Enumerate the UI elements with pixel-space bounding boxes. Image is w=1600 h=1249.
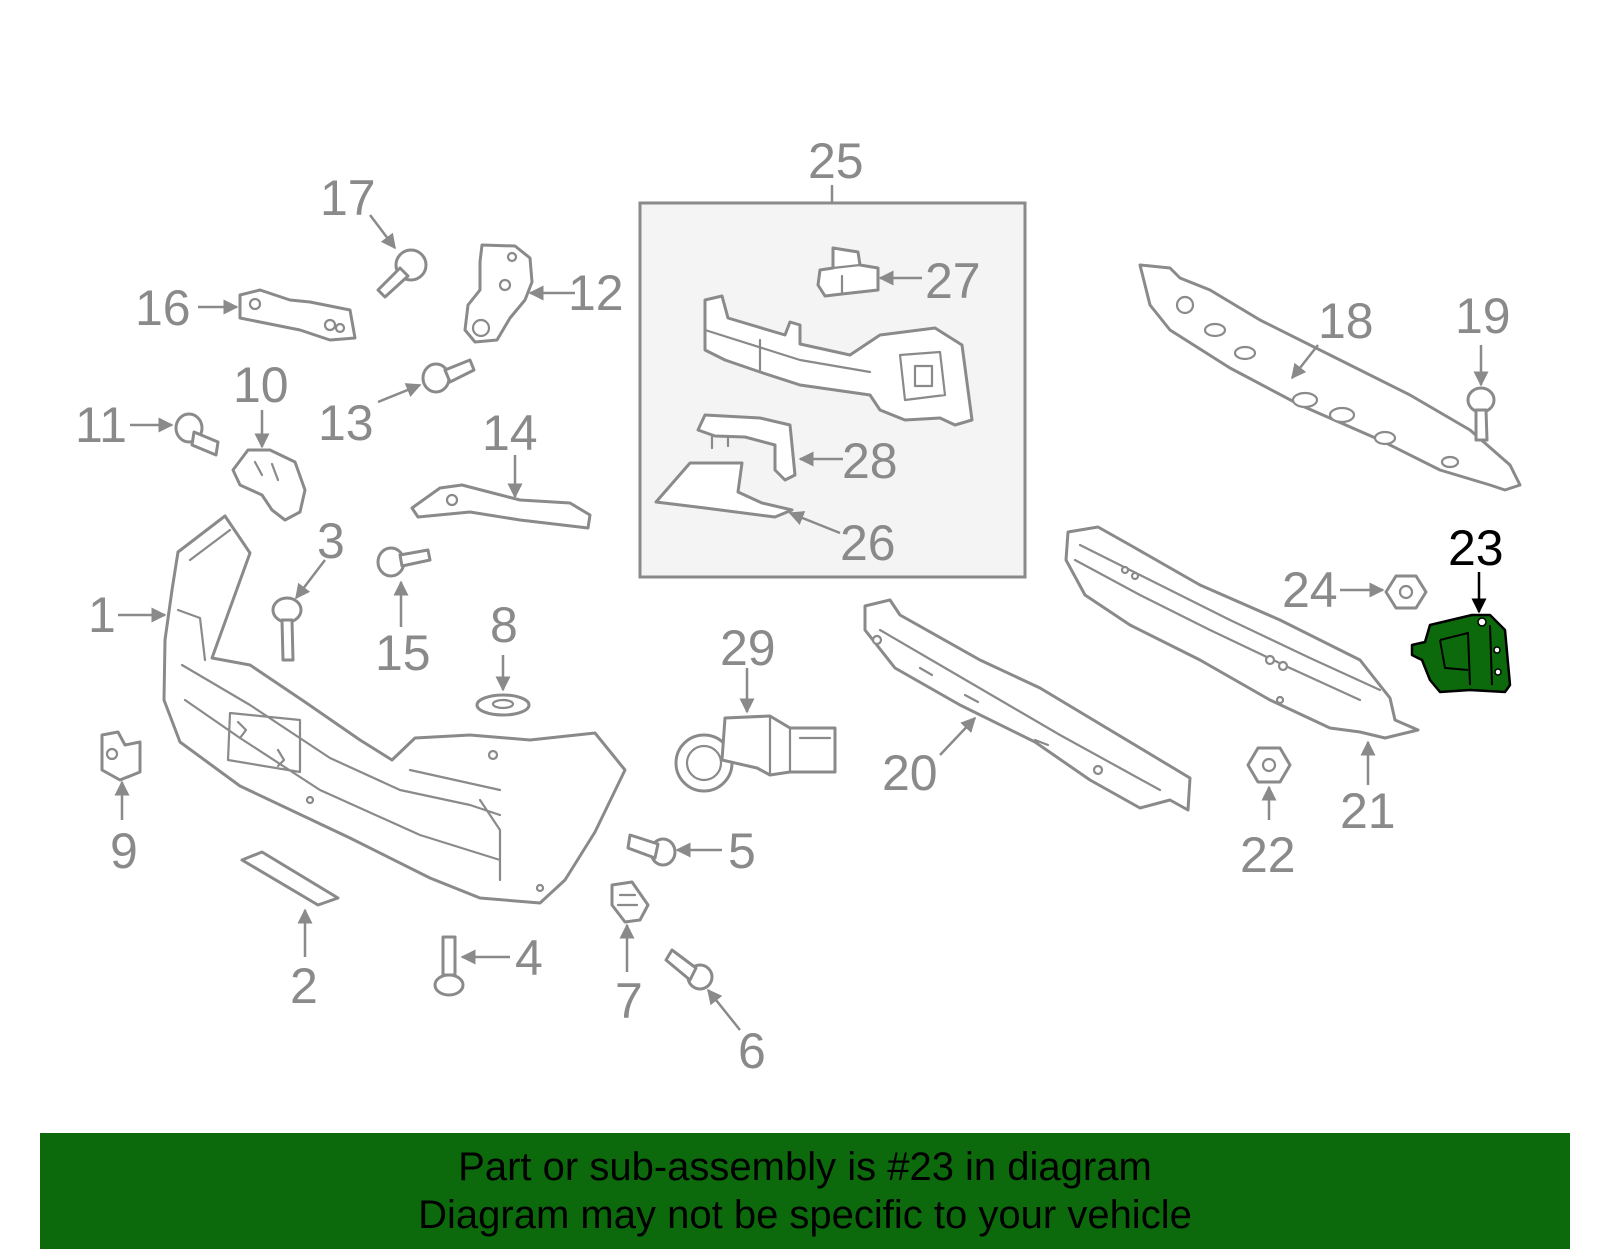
callout-9: 9 xyxy=(110,823,138,879)
callout-1: 1 xyxy=(88,587,116,643)
info-banner: Part or sub-assembly is #23 in diagram D… xyxy=(40,1133,1570,1249)
callout-24: 24 xyxy=(1282,562,1338,618)
banner-line-disclaimer: Diagram may not be specific to your vehi… xyxy=(418,1193,1192,1237)
part-9-clip[interactable] xyxy=(100,730,142,782)
part-16-bracket[interactable] xyxy=(238,288,357,342)
callout-8: 8 xyxy=(490,597,518,653)
callout-17: 17 xyxy=(320,170,376,226)
part-3-bolt[interactable] xyxy=(271,596,303,662)
part-26-shield[interactable] xyxy=(654,461,794,519)
part-6-pin[interactable] xyxy=(664,948,714,991)
callout-13: 13 xyxy=(318,395,374,451)
part-8-grommet[interactable] xyxy=(475,693,531,717)
callout-27: 27 xyxy=(925,253,981,309)
callout-23: 23 xyxy=(1448,520,1504,576)
part-5-pin[interactable] xyxy=(626,833,677,867)
part-22-nut[interactable] xyxy=(1246,746,1292,784)
part-13-bolt[interactable] xyxy=(421,358,476,394)
part-27-clip[interactable] xyxy=(816,246,880,298)
callout-26: 26 xyxy=(840,515,896,571)
part-10-bracket[interactable] xyxy=(231,448,307,522)
callout-22: 22 xyxy=(1240,827,1296,883)
part-24-nut[interactable] xyxy=(1384,574,1428,610)
callout-7: 7 xyxy=(615,973,643,1029)
part-7-clip[interactable] xyxy=(610,880,650,924)
callout-25: 25 xyxy=(808,133,864,189)
callout-14: 14 xyxy=(482,405,538,461)
part-20-reinforcement[interactable] xyxy=(863,598,1192,812)
callout-11: 11 xyxy=(75,397,127,453)
callout-19: 19 xyxy=(1455,288,1511,344)
part-25-bracket[interactable] xyxy=(703,294,974,427)
callout-4: 4 xyxy=(515,930,543,986)
callout-28: 28 xyxy=(842,433,898,489)
callout-21: 21 xyxy=(1340,783,1396,839)
part-17-bolt[interactable] xyxy=(376,248,428,299)
part-29-sensor[interactable] xyxy=(674,714,837,793)
callout-20: 20 xyxy=(882,745,938,801)
part-11-bolt[interactable] xyxy=(174,412,220,457)
callout-29: 29 xyxy=(720,620,776,676)
part-1-bumper-cover[interactable] xyxy=(162,514,627,905)
part-2-strip[interactable] xyxy=(240,850,340,907)
part-18-reinforcement[interactable] xyxy=(1138,263,1522,492)
callout-10: 10 xyxy=(233,357,289,413)
callout-15: 15 xyxy=(375,625,431,681)
part-19-bolt[interactable] xyxy=(1466,386,1496,442)
callout-12: 12 xyxy=(568,265,624,321)
callout-6: 6 xyxy=(738,1023,766,1079)
part-14-bracket[interactable] xyxy=(410,483,592,530)
banner-line-part: Part or sub-assembly is #23 in diagram xyxy=(458,1145,1152,1189)
callout-3: 3 xyxy=(317,513,345,569)
callout-18: 18 xyxy=(1318,293,1374,349)
callout-5: 5 xyxy=(728,823,756,879)
callout-2: 2 xyxy=(290,958,318,1014)
callout-16: 16 xyxy=(135,280,191,336)
part-23-bracket-highlighted[interactable] xyxy=(1410,613,1512,694)
part-21-absorber[interactable] xyxy=(1064,525,1420,740)
part-4-bolt[interactable] xyxy=(433,935,465,997)
part-12-bracket[interactable] xyxy=(463,243,534,344)
part-28-bracket[interactable] xyxy=(696,413,797,482)
part-15-bolt[interactable] xyxy=(376,546,432,578)
